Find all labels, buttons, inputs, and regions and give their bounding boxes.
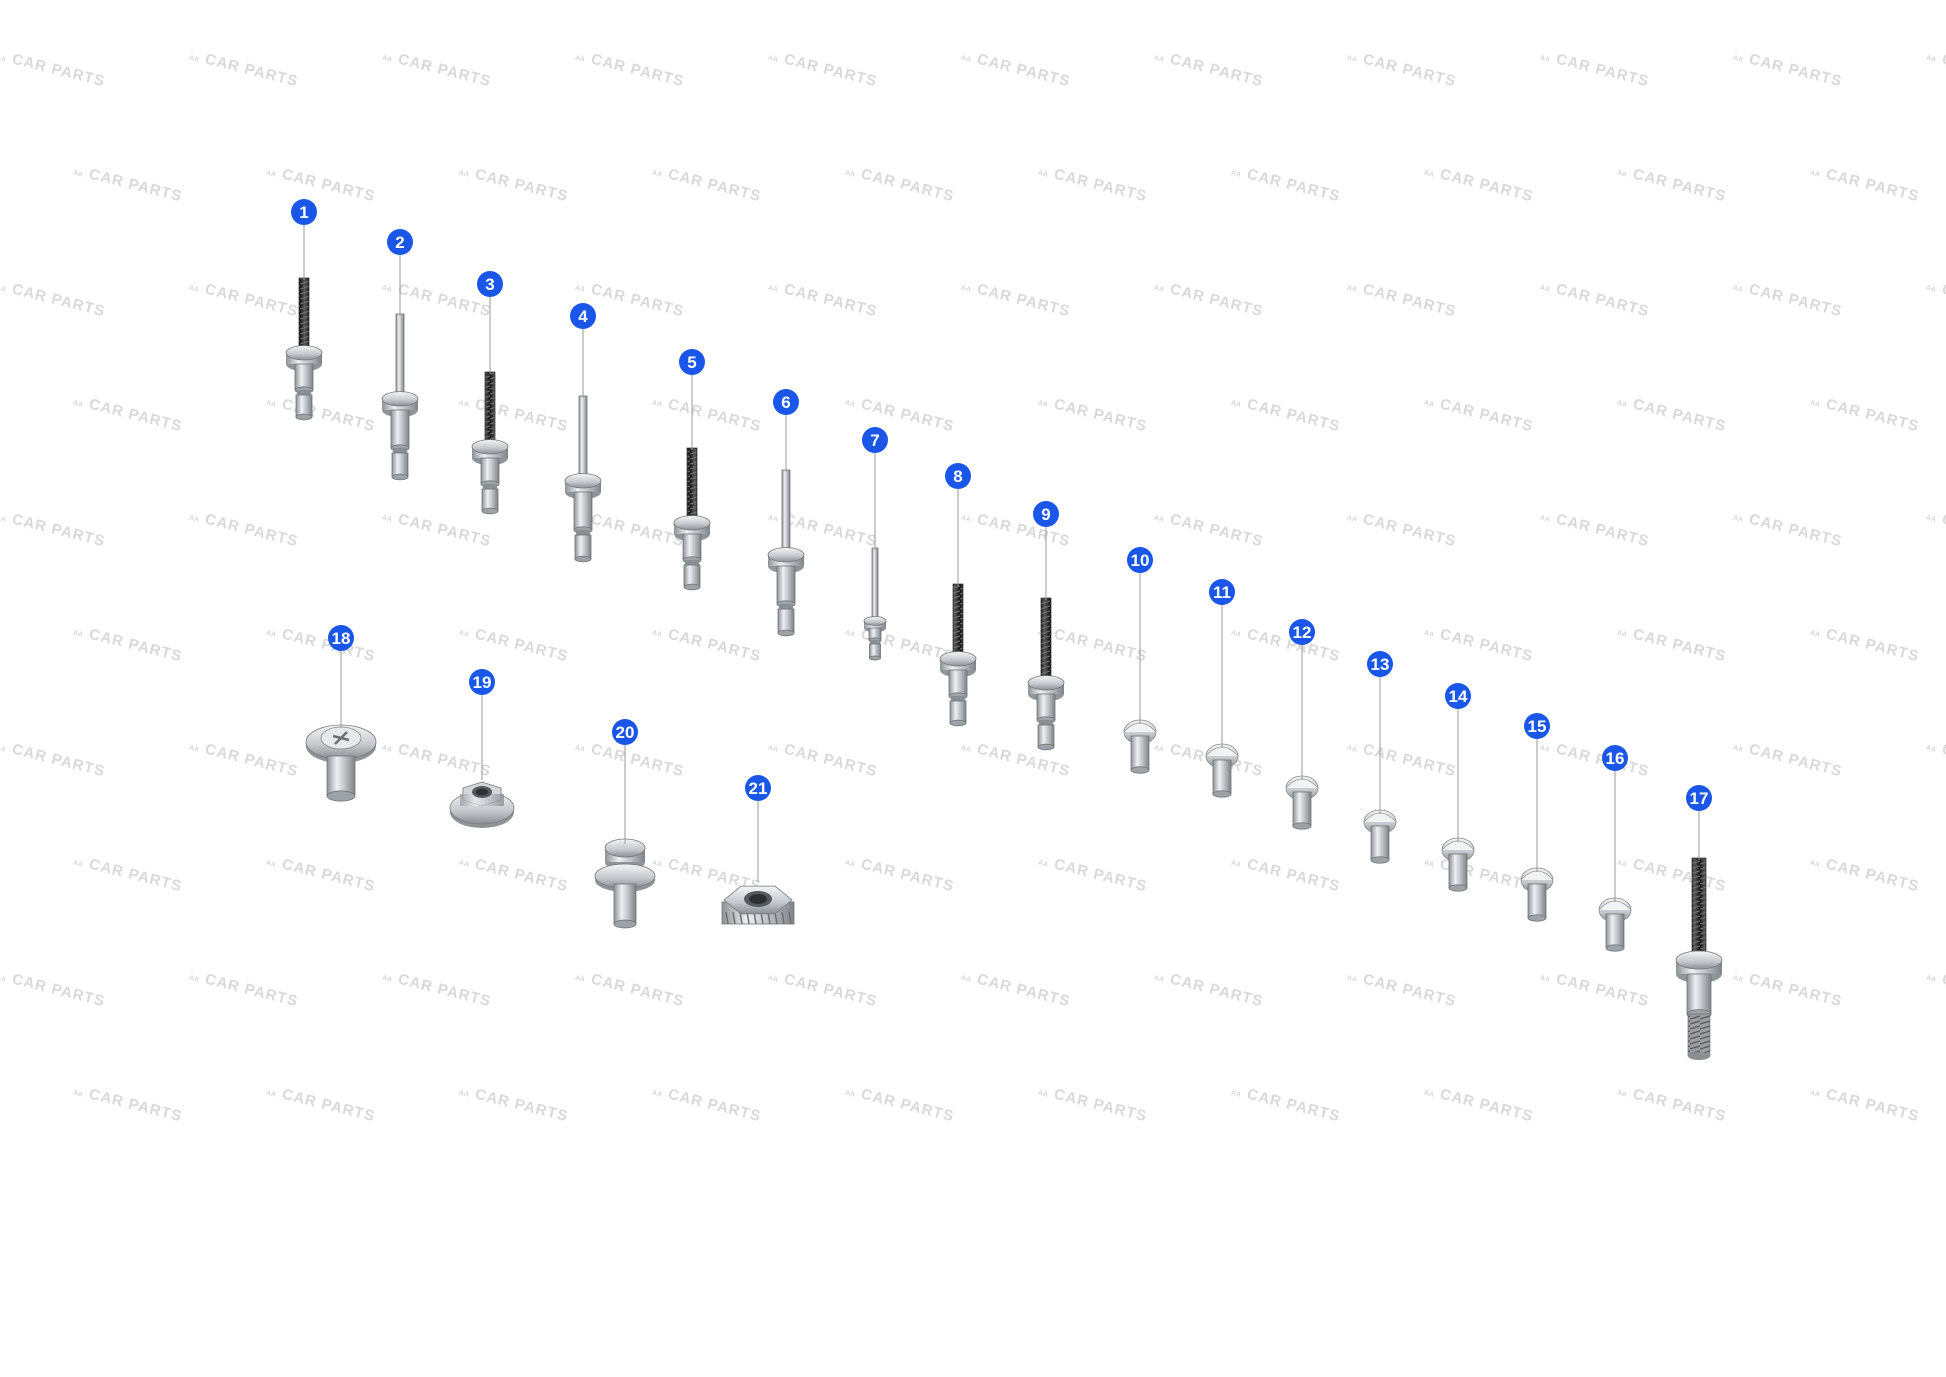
callout-label: 10 [1131,551,1150,570]
callout-label: 19 [473,673,492,692]
leader-lines [303,225,1700,902]
callout-20[interactable]: 20 [612,719,638,745]
callout-15[interactable]: 15 [1524,713,1550,739]
part-17-double-threaded-stud [1675,857,1723,1060]
callout-label: 12 [1293,623,1312,642]
parts-layer [285,277,1723,1060]
callout-label: 18 [332,629,351,648]
callout-5[interactable]: 5 [679,349,705,375]
callout-label: 6 [781,393,790,412]
callout-label: 16 [1606,749,1625,768]
part-3-threaded-rivet-stud [471,371,509,515]
callout-label: 14 [1449,687,1468,706]
callout-8[interactable]: 8 [945,463,971,489]
part-2-blind-rivet [381,313,419,481]
callout-18[interactable]: 18 [328,625,354,651]
part-20-collar-bolt [594,838,656,929]
part-18-washer-head-screw [305,724,377,802]
callout-circle [1209,579,1235,605]
callout-9[interactable]: 9 [1033,501,1059,527]
callout-circle [773,389,799,415]
part-14-solid-rivet [1441,837,1475,892]
callout-label: 9 [1041,505,1050,524]
part-16-solid-rivet [1598,897,1632,952]
part-13-solid-rivet [1363,809,1397,864]
part-5-threaded-rivet-stud [673,447,711,591]
part-1-threaded-rivet-stud [285,277,323,421]
callout-17[interactable]: 17 [1686,785,1712,811]
part-19-flange-nut [449,781,515,828]
callout-circle [1367,651,1393,677]
part-12-solid-rivet [1285,775,1319,830]
callout-circle [862,427,888,453]
callout-21[interactable]: 21 [745,775,771,801]
callout-1[interactable]: 1 [291,199,317,225]
part-10-solid-rivet [1123,719,1157,774]
part-21-lock-nut [721,885,795,925]
callout-label: 4 [578,307,588,326]
callout-label: 3 [485,275,494,294]
callout-label: 5 [687,353,696,372]
part-15-solid-rivet [1520,867,1554,922]
callout-label: 7 [870,431,879,450]
callout-label: 13 [1371,655,1390,674]
callout-circle [328,625,354,651]
callout-11[interactable]: 11 [1209,579,1235,605]
callout-circle [745,775,771,801]
callout-12[interactable]: 12 [1289,619,1315,645]
callout-circle [570,303,596,329]
callout-circle [679,349,705,375]
callout-label: 20 [616,723,635,742]
callout-10[interactable]: 10 [1127,547,1153,573]
callout-label: 21 [749,779,768,798]
callout-circle [1602,745,1628,771]
callout-label: 17 [1690,789,1709,808]
callout-label: 11 [1213,583,1231,602]
callout-19[interactable]: 19 [469,669,495,695]
callout-label: 1 [299,203,308,222]
callout-16[interactable]: 16 [1602,745,1628,771]
callout-circle [469,669,495,695]
callout-circle [291,199,317,225]
callout-label: 8 [953,467,962,486]
callout-circle [945,463,971,489]
callout-circle [477,271,503,297]
callout-circle [1127,547,1153,573]
part-9-threaded-rivet-stud [1027,597,1065,751]
callout-circle [1033,501,1059,527]
callout-circle [612,719,638,745]
callout-13[interactable]: 13 [1367,651,1393,677]
callout-14[interactable]: 14 [1445,683,1471,709]
part-6-blind-rivet [767,469,805,637]
callout-7[interactable]: 7 [862,427,888,453]
callout-label: 15 [1528,717,1547,736]
callout-4[interactable]: 4 [570,303,596,329]
callout-circle [1445,683,1471,709]
part-4-blind-rivet [564,395,602,563]
callout-circle [1289,619,1315,645]
callout-2[interactable]: 2 [387,229,413,255]
callout-3[interactable]: 3 [477,271,503,297]
part-8-threaded-rivet-stud [939,583,977,727]
part-11-solid-rivet [1205,743,1239,798]
callout-label: 2 [395,233,404,252]
callout-6[interactable]: 6 [773,389,799,415]
callout-circle [1524,713,1550,739]
part-7-small-blind-rivet [863,547,887,661]
callout-circle [1686,785,1712,811]
callout-circle [387,229,413,255]
